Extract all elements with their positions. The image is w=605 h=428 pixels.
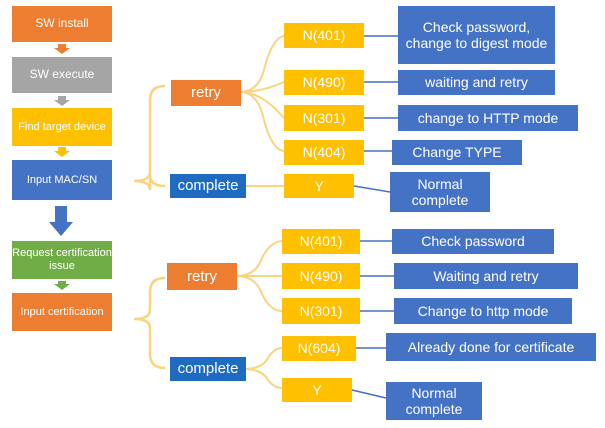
arrow-down	[54, 96, 70, 106]
arrow-down	[54, 44, 70, 54]
arrow-down	[54, 281, 70, 290]
code-box: N(490)	[282, 263, 360, 289]
input-mac-box: Input MAC/SN	[12, 160, 112, 200]
code-box: N(401)	[284, 23, 364, 48]
action-box: Change to http mode	[394, 298, 572, 324]
complete-box-1: complete	[170, 174, 246, 198]
input-cert-box: Input certification	[12, 293, 112, 331]
sw-install-box: SW install	[12, 6, 112, 42]
code-action-line	[353, 185, 391, 193]
bracket-group2	[133, 276, 166, 370]
code-box: N(301)	[282, 298, 360, 324]
retry-box-2: retry	[167, 263, 237, 290]
branch-line	[239, 35, 285, 93]
normal-complete-box: Normal complete	[390, 172, 490, 212]
code-box-y: Y	[284, 174, 354, 198]
arrow-down	[54, 147, 70, 157]
action-box: Waiting and retry	[394, 263, 578, 289]
code-action-line	[351, 389, 387, 399]
action-box: Check password, change to digest mode	[398, 6, 555, 64]
sw-execute-box: SW execute	[12, 57, 112, 93]
branch-line	[243, 347, 283, 370]
code-box: N(604)	[282, 336, 356, 361]
find-target-box: Find target device	[12, 108, 112, 146]
retry-box-1: retry	[171, 80, 241, 106]
code-box: N(404)	[284, 140, 364, 165]
complete-box-2: complete	[170, 357, 246, 381]
branch-line	[235, 275, 283, 312]
code-box: N(490)	[284, 70, 364, 95]
code-box: N(401)	[282, 229, 360, 254]
request-cert-box: Request certification issue	[12, 241, 112, 279]
action-box: Already done for certificate	[386, 333, 596, 361]
action-box: change to HTTP mode	[398, 105, 578, 131]
arrow-down-big	[49, 206, 73, 236]
branch-line	[243, 368, 283, 389]
normal-complete-box: Normal complete	[386, 382, 482, 420]
code-box: N(301)	[284, 105, 364, 131]
action-box: Change TYPE	[392, 140, 522, 165]
branch-line	[235, 240, 283, 277]
branch-line	[239, 91, 285, 152]
action-box: waiting and retry	[398, 70, 555, 95]
bracket-group1	[133, 84, 166, 191]
action-box: Check password	[392, 229, 554, 254]
code-box-y: Y	[282, 378, 352, 402]
